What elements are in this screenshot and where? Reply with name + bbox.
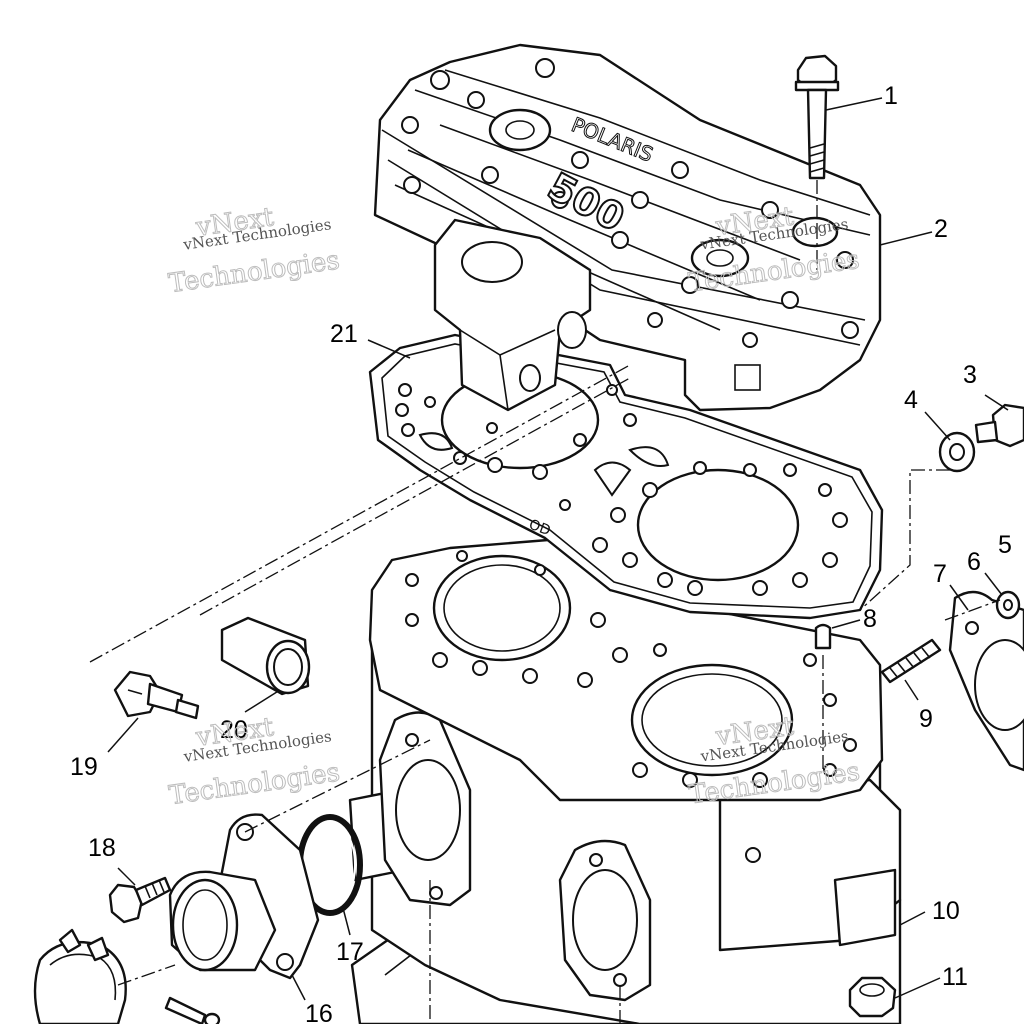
- callout-18: 18: [88, 834, 116, 862]
- intake-adapter: [168, 813, 320, 980]
- leader-lines: [107, 97, 1009, 1001]
- callout-16: 16: [305, 1000, 333, 1024]
- dowel-pin: [814, 623, 832, 650]
- svg-text:Technologies: Technologies: [167, 757, 342, 811]
- callout-9: 9: [919, 705, 933, 733]
- callout-20: 20: [220, 716, 248, 744]
- callout-21: 21: [330, 320, 358, 348]
- callout-6: 6: [967, 548, 981, 576]
- callout-3: 3: [963, 361, 977, 389]
- head-gasket: OD: [368, 333, 884, 620]
- callout-19: 19: [70, 753, 98, 781]
- svg-text:Technologies: Technologies: [167, 246, 342, 300]
- water-outlet-housing: [433, 218, 592, 412]
- svg-text:OD: OD: [527, 517, 553, 539]
- stud: [880, 638, 942, 684]
- flange-bolt: [108, 876, 172, 924]
- hex-nut: [848, 976, 897, 1018]
- callout-1: 1: [884, 82, 898, 110]
- callout-17: 17: [336, 938, 364, 966]
- callout-8: 8: [863, 605, 877, 633]
- temperature-sensor: [113, 670, 200, 720]
- callout-labels: 1 2 3 4 5 6 7 8 9 10 11 16 17 18 19 20 2…: [70, 82, 1012, 1024]
- callout-11: 11: [942, 963, 968, 991]
- alignment-lines: [89, 180, 1001, 1024]
- small-screw: [974, 403, 1024, 448]
- watermark-top-left: vNext vNext Technologies Technologies: [166, 202, 342, 300]
- washer: [938, 431, 976, 473]
- callout-10: 10: [932, 897, 960, 925]
- callout-2: 2: [934, 215, 948, 243]
- thermostat-sleeve: [220, 616, 311, 696]
- callout-7: 7: [933, 560, 947, 588]
- callout-5: 5: [998, 531, 1012, 559]
- small-washer: [995, 590, 1021, 620]
- callout-4: 4: [904, 386, 918, 414]
- exhaust-flange: [948, 590, 1024, 772]
- cylinder-head-cover: 500 POLARIS: [373, 43, 882, 412]
- hose-clamp: [33, 928, 127, 1024]
- cylinder-block: [348, 538, 902, 1024]
- clamp-screw: [164, 996, 221, 1024]
- watermark-bottom-left: vNext vNext Technologies Technologies: [167, 712, 343, 812]
- head-bolt: [794, 54, 840, 180]
